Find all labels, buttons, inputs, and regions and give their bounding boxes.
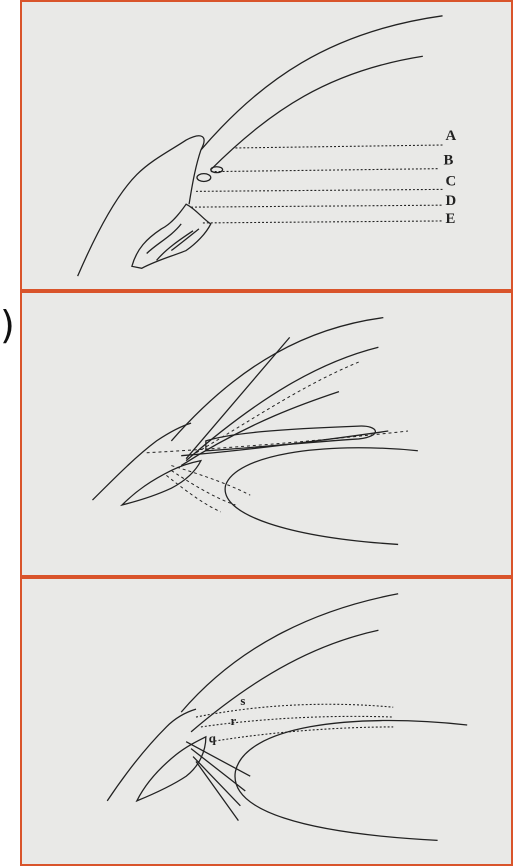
angle-line	[189, 150, 201, 204]
label-e: E	[446, 211, 456, 227]
inner-curve	[191, 630, 378, 732]
zonule-fibers	[186, 742, 250, 821]
outer-curve	[201, 16, 443, 150]
line-q	[211, 727, 393, 742]
outer-curve	[171, 318, 383, 441]
panel-middle-diagram	[20, 291, 513, 577]
middle-anatomy-drawing	[22, 293, 511, 575]
label-c: C	[446, 173, 457, 189]
line-d	[191, 205, 442, 207]
dashed-fan-2	[171, 470, 235, 505]
cropped-parenthesis: )	[0, 305, 14, 345]
canal-ellipse	[197, 174, 211, 182]
ciliary-body	[132, 204, 211, 268]
lens-ellipse	[235, 721, 467, 841]
ciliary-body	[122, 461, 201, 505]
bottom-anatomy-drawing: s r q	[22, 579, 511, 864]
top-anatomy-drawing: A B C D E	[22, 2, 511, 289]
iris-curve	[107, 709, 196, 801]
line-a	[235, 145, 442, 148]
panel-bottom-diagram: s r q	[20, 577, 513, 866]
label-q: q	[209, 732, 216, 746]
label-r: r	[231, 714, 237, 728]
outer-curve	[181, 594, 398, 712]
label-d: D	[446, 193, 457, 209]
inner-curve	[211, 56, 423, 169]
line-s	[196, 704, 393, 717]
line-c	[196, 189, 443, 191]
dashed-line-1	[191, 362, 359, 456]
line-b	[211, 169, 438, 172]
panel-top-diagram: A B C D E	[20, 0, 513, 291]
label-s: s	[240, 694, 245, 708]
line-e	[203, 221, 443, 223]
lens-ellipse	[225, 448, 418, 545]
radial-line	[186, 337, 290, 458]
inner-curve	[186, 347, 378, 460]
label-a: A	[446, 128, 457, 144]
label-b: B	[444, 153, 454, 169]
dashed-fan-3	[166, 475, 220, 511]
